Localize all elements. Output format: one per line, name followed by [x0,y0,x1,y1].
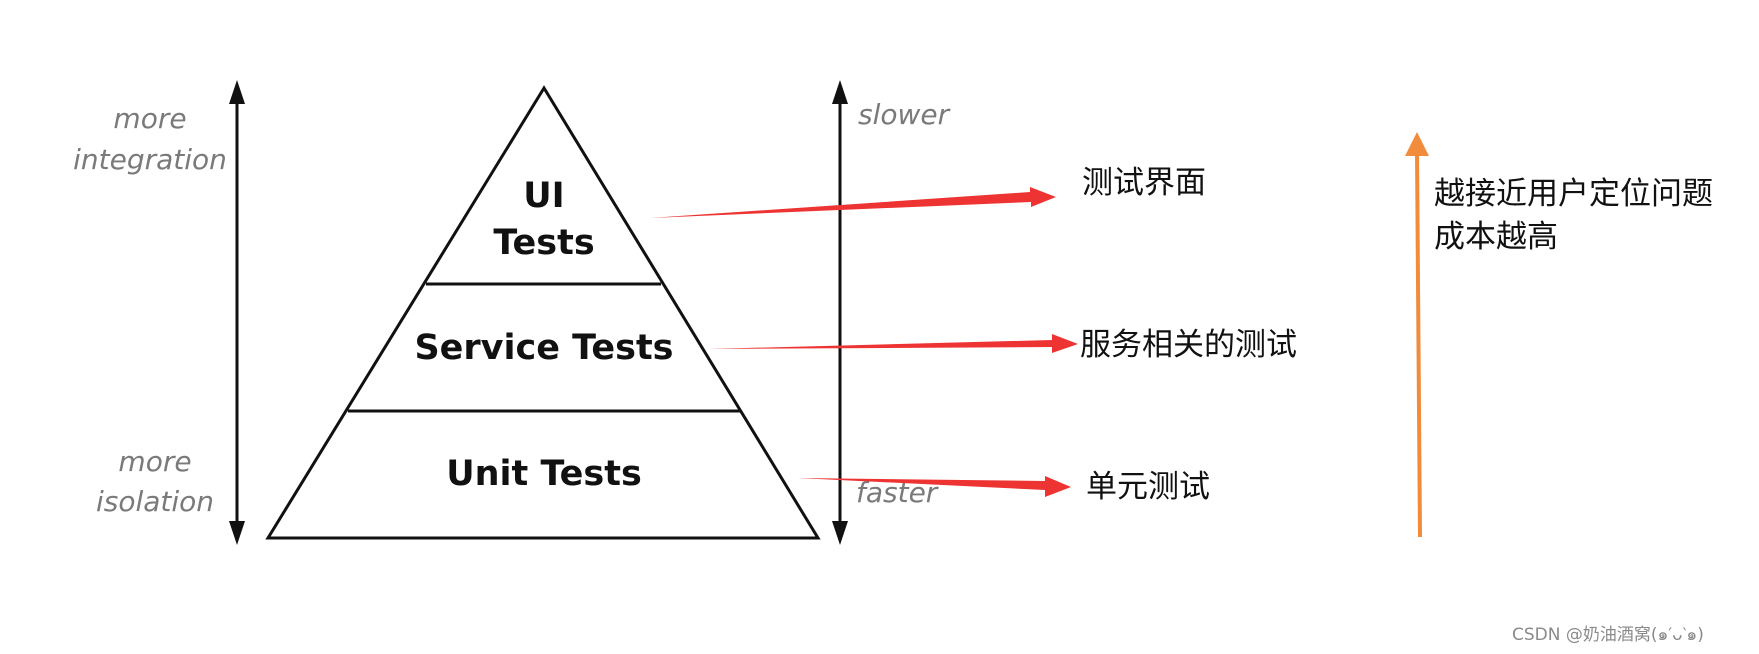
red-arrow-unit [798,476,1071,497]
right-axis-top-label: slower [858,98,951,131]
left-axis-top-label-line-2: integration [73,143,227,176]
annotation-ui: 测试界面 [1082,165,1206,201]
csdn-watermark: CSDN @奶油酒窝(๑′ᴗ‵๑) [1512,625,1704,645]
red-arrow-service [708,334,1078,353]
orange-arrow-shaft [1415,152,1422,537]
annotation-service: 服务相关的测试 [1080,327,1297,363]
tier-unit-label: Unit Tests [446,454,642,494]
left-axis-top-label-line-1: more [113,102,186,135]
pyramid-outline [265,85,821,540]
right-axis-bottom-arrowhead [832,521,848,545]
note-line-2: 成本越高 [1434,219,1558,255]
orange-arrow-head [1405,132,1429,156]
orange-up-arrow [1405,132,1429,537]
left-axis-bottom-label-line-2: isolation [96,485,214,518]
note-line-1: 越接近用户定位问题 [1434,176,1713,212]
red-arrow-ui [650,187,1056,218]
right-axis-top-arrowhead [832,80,848,104]
annotation-unit: 单元测试 [1086,469,1210,505]
tier-ui-label-line-1: UI [523,176,564,216]
left-axis [229,80,245,545]
tier-service-label: Service Tests [414,328,673,368]
pyramid [265,85,821,540]
left-axis-bottom-label-line-1: more [118,445,191,478]
right-axis [832,80,848,545]
tier-ui-label-line-2: Tests [493,223,594,263]
left-axis-bottom-arrowhead [229,521,245,545]
left-axis-top-arrowhead [229,80,245,104]
